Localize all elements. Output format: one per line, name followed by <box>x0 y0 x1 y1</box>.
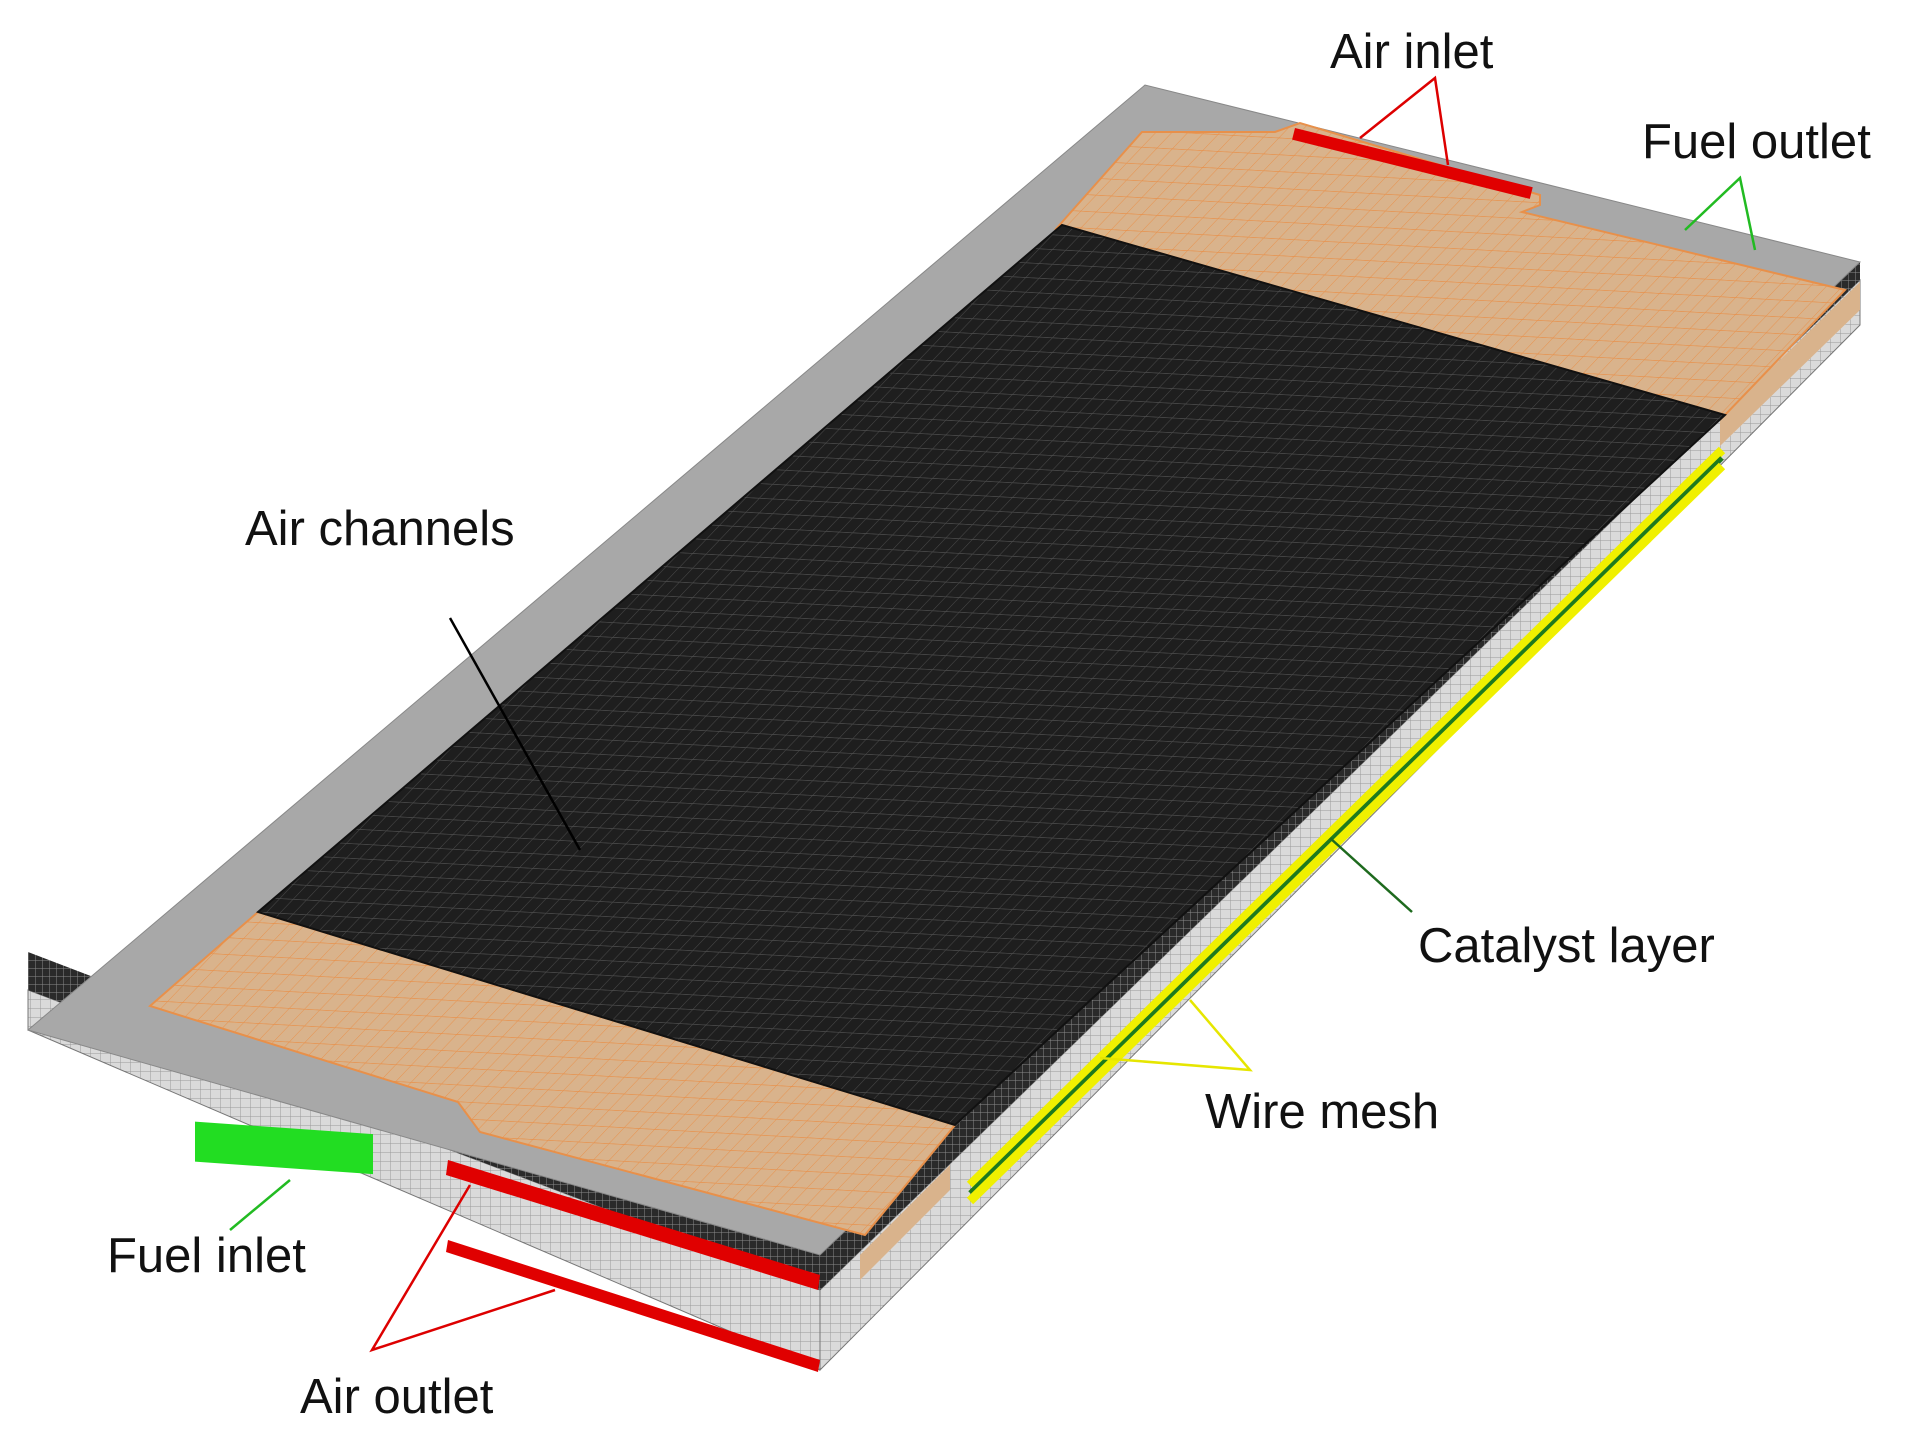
callouts: Air inlet Fuel outlet Air channels Catal… <box>107 25 1871 1424</box>
air-outlet-port-top <box>446 1160 820 1290</box>
label-air-inlet: Air inlet <box>1330 25 1494 79</box>
air-channels-leader <box>448 617 582 851</box>
air-outlet-leader <box>369 1184 556 1353</box>
label-air-channels: Air channels <box>245 502 515 556</box>
catalyst-layer-strip <box>968 456 1724 1195</box>
fuel-outlet-leader <box>1684 175 1757 251</box>
air-inlet-leader <box>1359 75 1450 166</box>
label-wire-mesh: Wire mesh <box>1205 1085 1439 1139</box>
label-air-outlet: Air outlet <box>300 1370 494 1424</box>
fuel-inlet-port <box>195 1121 373 1175</box>
right-face-manifold-band <box>1720 282 1860 446</box>
catalyst-layer-leader <box>1329 837 1413 913</box>
air-outlet-port-bottom <box>446 1240 820 1372</box>
wire-mesh-strip-upper <box>966 446 1726 1189</box>
label-catalyst-layer: Catalyst layer <box>1418 919 1715 973</box>
air-channels-region <box>255 223 1727 1127</box>
label-fuel-outlet: Fuel outlet <box>1642 115 1871 169</box>
fuel-inlet-leader <box>229 1179 291 1231</box>
air-inlet-port <box>1292 128 1533 199</box>
label-fuel-inlet: Fuel inlet <box>107 1229 306 1283</box>
front-face-manifold-band <box>860 1165 950 1280</box>
layer-strips <box>966 446 1726 1205</box>
leader-lines <box>229 75 1757 1353</box>
wire-mesh-strip-lower <box>966 462 1726 1205</box>
wire-mesh-leader <box>1099 999 1253 1072</box>
